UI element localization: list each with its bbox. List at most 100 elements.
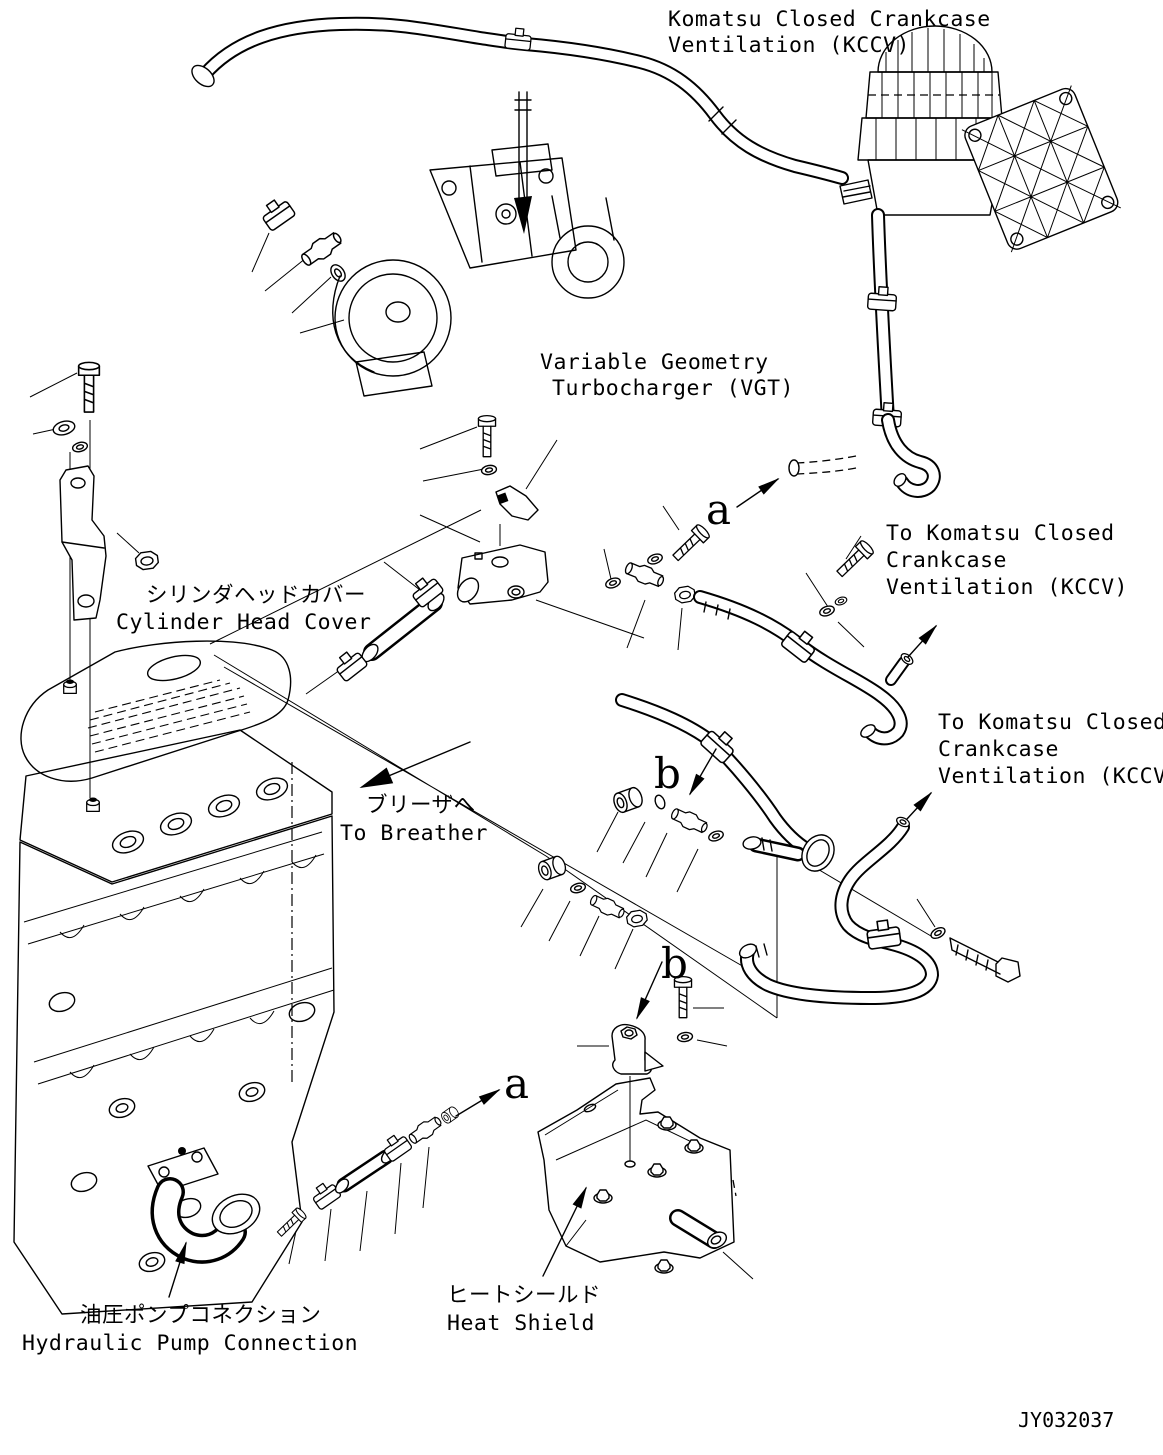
nipple-fitting xyxy=(668,804,711,837)
sensor-fitting xyxy=(495,485,539,521)
hydraulic-pump-connection xyxy=(147,1147,261,1264)
washer xyxy=(70,440,90,454)
label-to-kccv-upper-line1: To Komatsu Closed xyxy=(886,521,1115,546)
top-breather-hose xyxy=(191,16,849,185)
arrow-to-breather xyxy=(359,741,471,789)
flange-nut xyxy=(134,549,160,572)
label-vgt-line1: Variable Geometry xyxy=(540,350,769,375)
shield-nut xyxy=(654,1259,674,1274)
shield-nut xyxy=(647,1163,667,1178)
mount-bolt-long xyxy=(928,924,1021,983)
bolt xyxy=(77,361,101,413)
heat-shield-assembly xyxy=(537,975,737,1274)
washer xyxy=(833,595,849,607)
washer xyxy=(676,1030,694,1044)
bushing xyxy=(535,853,569,883)
washer xyxy=(568,881,588,895)
center-fitting-bracket xyxy=(456,414,549,605)
elbow-fitting-parts xyxy=(257,193,346,282)
drawing-number: JY032037 xyxy=(1018,1408,1114,1432)
hose-clamp xyxy=(331,645,369,683)
bushing xyxy=(610,785,646,815)
label-cylinder-head-cover-en: Cylinder Head Cover xyxy=(116,610,371,635)
flange-nut xyxy=(673,584,697,605)
hose-open-end xyxy=(191,64,215,88)
kccv-mount-plate xyxy=(961,85,1121,253)
arrow-to-kccv-upper xyxy=(907,624,938,658)
label-kccv-unit-line2: Ventilation (KCCV) xyxy=(668,33,910,58)
socket-bolt xyxy=(477,414,497,458)
callout-arrows xyxy=(168,477,938,1298)
arrow-hydraulic-pump xyxy=(168,1241,187,1298)
label-hydraulic-pump-en: Hydraulic Pump Connection xyxy=(22,1331,358,1356)
hose-open-end xyxy=(860,724,876,738)
arrow-a-upper xyxy=(736,477,780,508)
shield-nut xyxy=(593,1189,613,1204)
arrow-to-kccv-lower xyxy=(906,791,933,820)
hose-clamp xyxy=(257,193,297,233)
nipple-fitting xyxy=(587,891,628,922)
shield-nut xyxy=(657,1116,677,1131)
engine-block xyxy=(13,640,335,1315)
label-heat-shield-jp: ヒートシールド xyxy=(447,1283,601,1308)
label-to-breather-jp: ブリーザへ xyxy=(366,793,476,818)
cylinder-head xyxy=(19,729,333,883)
nipple-fitting xyxy=(405,1113,445,1148)
cylinder-head-cover-bracket xyxy=(50,361,160,621)
bolt-head xyxy=(995,957,1021,983)
breather-fitting xyxy=(63,678,77,695)
heat-shield-plate xyxy=(537,1077,735,1263)
inlet-clamp xyxy=(839,179,873,205)
valve-cover xyxy=(20,640,292,782)
callout-a-lower: a xyxy=(504,1059,529,1108)
label-to-kccv-lower-line2: Crankcase xyxy=(938,737,1059,762)
washer xyxy=(706,828,726,844)
actuator-rod xyxy=(514,91,532,207)
label-to-kccv-lower-line1: To Komatsu Closed xyxy=(938,710,1163,735)
washer xyxy=(928,924,948,942)
callout-b-upper: b xyxy=(654,749,681,798)
actuator-pointer xyxy=(514,196,532,234)
kccv-drain-pipe xyxy=(866,208,941,498)
leader-lines xyxy=(29,232,936,1280)
washer xyxy=(50,418,78,438)
hose-coupler xyxy=(708,106,737,135)
construction-lines xyxy=(209,509,932,1019)
label-heat-shield-en: Heat Shield xyxy=(447,1311,595,1336)
washer xyxy=(480,463,498,477)
shield-nut xyxy=(684,1139,704,1154)
o-ring xyxy=(654,794,666,810)
hose-open-end xyxy=(742,836,762,850)
pipe-open-end xyxy=(893,473,907,487)
label-to-kccv-upper-line2: Crankcase xyxy=(886,548,1007,573)
hose-clamp xyxy=(308,1178,343,1211)
breather-hose-tube xyxy=(331,571,445,683)
hose-clamp xyxy=(504,26,533,52)
o-ring-hole xyxy=(333,268,343,278)
washer xyxy=(817,603,837,619)
flange-bolt xyxy=(832,538,876,581)
nipple-fitting xyxy=(622,558,667,591)
label-to-kccv-lower-line3: Ventilation (KCCV) xyxy=(938,764,1163,789)
label-kccv-unit-line1: Komatsu Closed Crankcase xyxy=(668,7,991,32)
block-bosses xyxy=(48,991,316,1273)
hose-open-end xyxy=(788,459,800,477)
arrow-a-lower xyxy=(455,1089,501,1117)
label-to-kccv-upper-line3: Ventilation (KCCV) xyxy=(886,575,1128,600)
vent-hose-lower xyxy=(615,693,939,1005)
labels: Komatsu Closed Crankcase Ventilation (KC… xyxy=(22,7,1163,1432)
block-body xyxy=(13,815,335,1315)
label-to-breather-en: To Breather xyxy=(340,821,488,846)
intake-ports xyxy=(111,777,289,854)
pipe-clamp xyxy=(866,285,898,312)
vent-hose-upper xyxy=(693,590,916,746)
hose-clamp xyxy=(864,917,903,951)
cylinder-stub xyxy=(456,577,480,603)
flange-bolt xyxy=(178,1147,186,1155)
callout-a-upper: a xyxy=(706,485,731,534)
turbocharger xyxy=(332,91,625,397)
arrow-b-upper xyxy=(689,748,717,796)
kccv-unit xyxy=(839,25,1121,253)
